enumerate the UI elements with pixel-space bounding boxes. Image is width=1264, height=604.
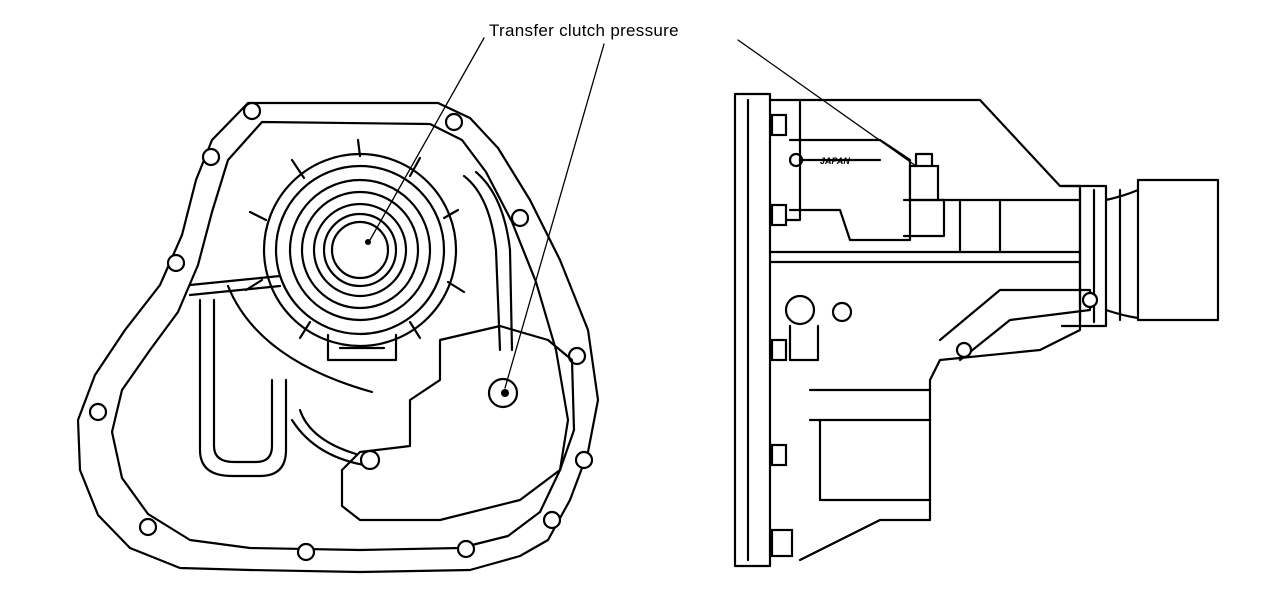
callout-leader-lines: [369, 37, 917, 389]
pressure-pipe: [462, 170, 514, 352]
clutch-drum: [244, 138, 466, 362]
pressure-port: [487, 377, 519, 409]
flange-bolt-holes: [88, 101, 594, 562]
side-flange: [733, 92, 772, 568]
side-fitting: [784, 294, 853, 362]
side-flange-bolts: [770, 113, 794, 558]
transfer-case-front-view: [76, 101, 600, 574]
housing-flange-outline: [76, 101, 600, 574]
transfer-clutch-pressure-label: Transfer clutch pressure: [489, 21, 679, 40]
valve-body: [290, 324, 576, 522]
transfer-case-side-view: [733, 92, 1220, 568]
side-pressure-plug: [902, 152, 946, 238]
side-housing-body: [798, 98, 1082, 562]
oil-passage: [188, 274, 374, 478]
